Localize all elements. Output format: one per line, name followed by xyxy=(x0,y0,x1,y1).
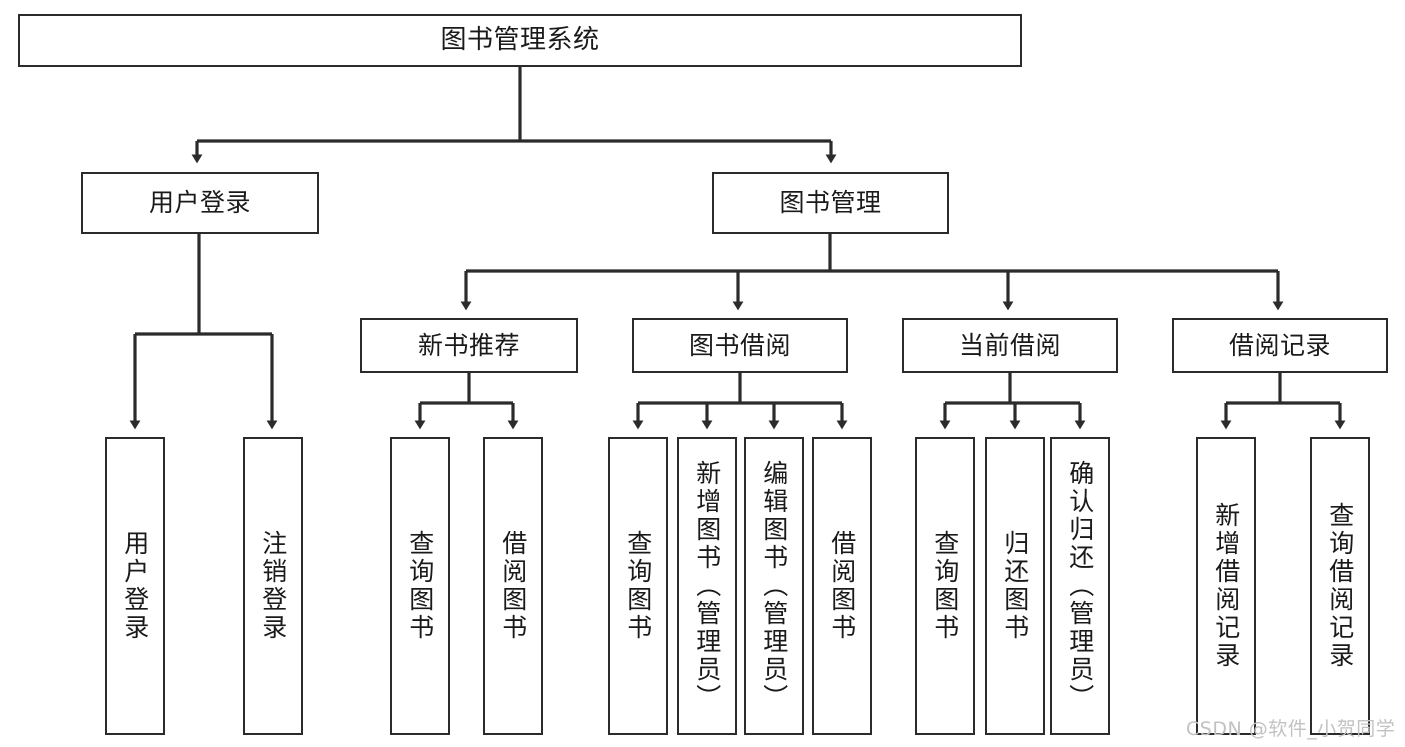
node-label: 图书借阅 xyxy=(688,330,791,360)
node-book-manage[interactable]: 图书管理 xyxy=(712,172,949,234)
node-query-borrow-record[interactable]: 查询借阅记录 xyxy=(1310,437,1370,735)
node-query-book-1[interactable]: 查询图书 xyxy=(390,437,450,735)
node-user-login-leaf[interactable]: 用户登录 xyxy=(105,437,165,735)
csdn-watermark: CSDN @软件_小贺同学 xyxy=(1186,718,1396,740)
node-label: 查询图书 xyxy=(405,530,435,642)
node-label: 注销登录 xyxy=(258,530,288,642)
node-label: 借阅图书 xyxy=(498,530,528,642)
node-label: 借阅记录 xyxy=(1228,330,1331,360)
node-label: 新增图书（管理员） xyxy=(692,460,722,712)
node-borrow-record[interactable]: 借阅记录 xyxy=(1172,318,1388,373)
node-return-book[interactable]: 归还图书 xyxy=(985,437,1045,735)
node-new-book-recommend[interactable]: 新书推荐 xyxy=(360,318,578,373)
node-add-book-admin[interactable]: 新增图书（管理员） xyxy=(677,437,737,735)
node-add-borrow-record[interactable]: 新增借阅记录 xyxy=(1196,437,1256,735)
node-user-login[interactable]: 用户登录 xyxy=(81,172,319,234)
node-label: 归还图书 xyxy=(1000,530,1030,642)
node-label: 编辑图书（管理员） xyxy=(759,460,789,712)
node-label: 新增借阅记录 xyxy=(1211,502,1241,670)
node-label: 新书推荐 xyxy=(417,330,520,360)
node-query-book-3[interactable]: 查询图书 xyxy=(915,437,975,735)
node-label: 借阅图书 xyxy=(827,530,857,642)
node-label: 图书管理系统 xyxy=(440,25,600,56)
node-book-borrow[interactable]: 图书借阅 xyxy=(632,318,848,373)
node-edit-book-admin[interactable]: 编辑图书（管理员） xyxy=(744,437,804,735)
node-label: 用户登录 xyxy=(120,530,150,642)
node-label: 查询图书 xyxy=(930,530,960,642)
node-label: 确认归还（管理员） xyxy=(1065,460,1095,712)
node-current-borrow[interactable]: 当前借阅 xyxy=(902,318,1118,373)
node-logout-leaf[interactable]: 注销登录 xyxy=(243,437,303,735)
node-borrow-book-2[interactable]: 借阅图书 xyxy=(812,437,872,735)
node-label: 当前借阅 xyxy=(958,330,1061,360)
node-label: 图书管理 xyxy=(779,188,882,218)
node-root-system[interactable]: 图书管理系统 xyxy=(18,14,1022,67)
node-query-book-2[interactable]: 查询图书 xyxy=(608,437,668,735)
node-label: 用户登录 xyxy=(148,188,251,218)
node-label: 查询借阅记录 xyxy=(1325,502,1355,670)
node-confirm-return-admin[interactable]: 确认归还（管理员） xyxy=(1050,437,1110,735)
node-label: 查询图书 xyxy=(623,530,653,642)
node-borrow-book-1[interactable]: 借阅图书 xyxy=(483,437,543,735)
